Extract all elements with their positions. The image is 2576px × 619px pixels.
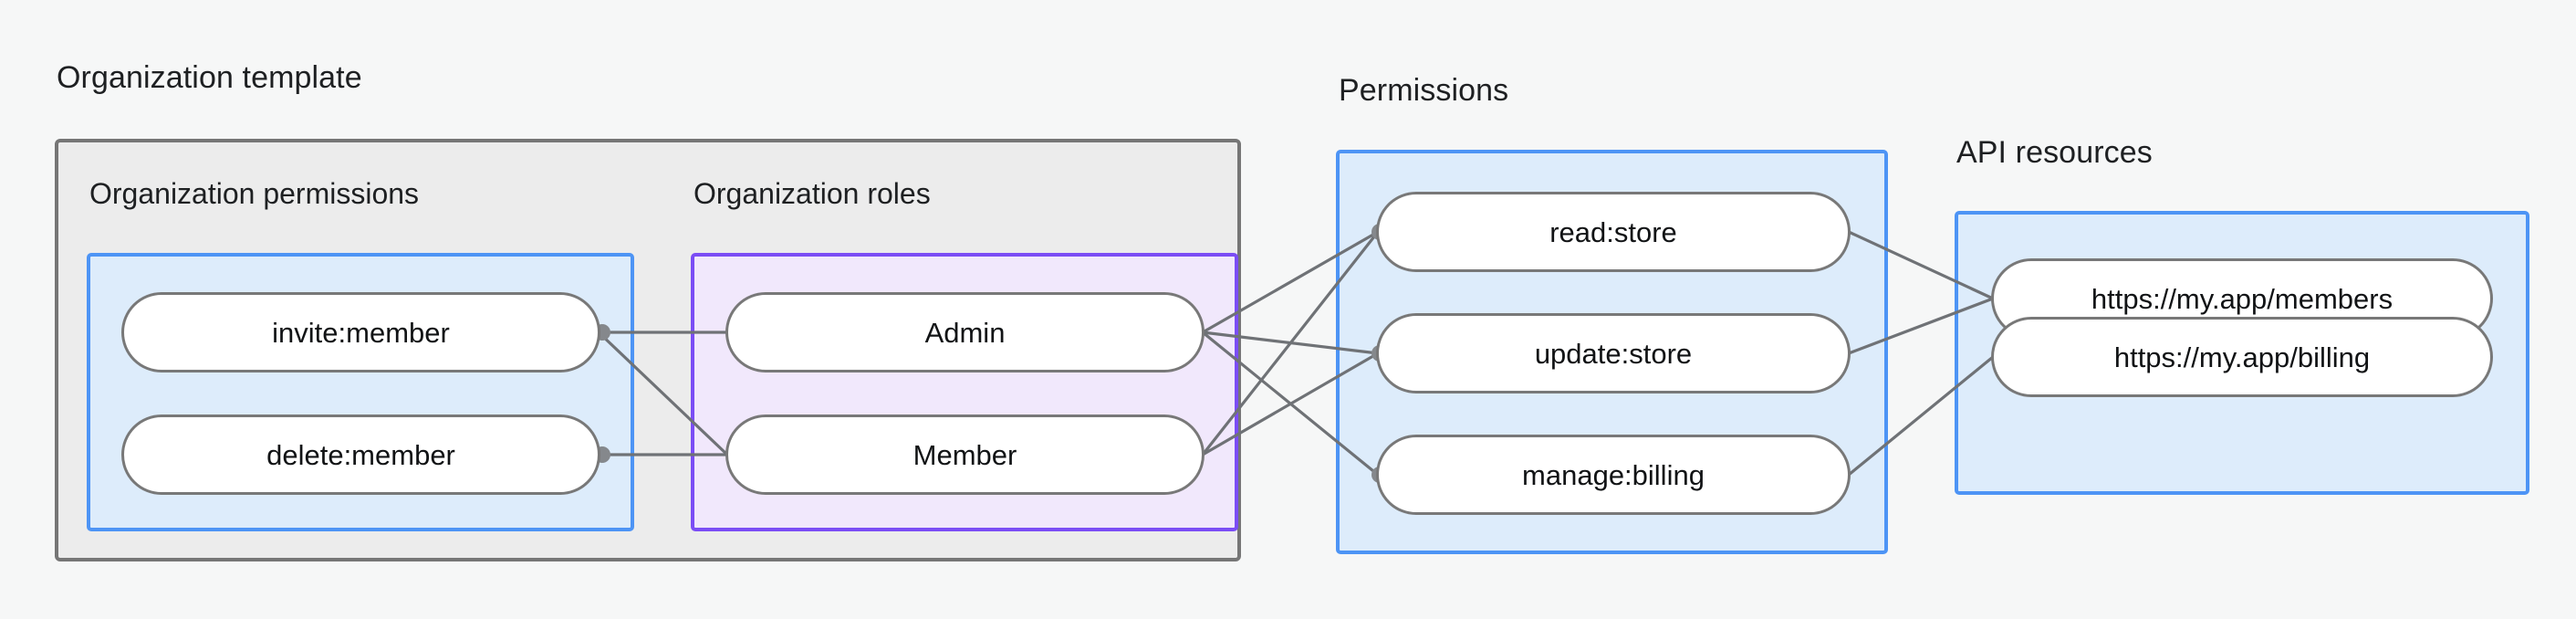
node-update-store[interactable]: update:store bbox=[1376, 313, 1851, 393]
node-label: Admin bbox=[924, 316, 1006, 349]
node-label: https://my.app/members bbox=[2091, 282, 2393, 315]
node-label: delete:member bbox=[266, 438, 455, 471]
caption-api-resources: API resources bbox=[1956, 135, 2153, 170]
node-role-member[interactable]: Member bbox=[725, 414, 1205, 495]
node-label: Member bbox=[913, 438, 1017, 471]
node-label: read:store bbox=[1549, 215, 1677, 248]
node-label: https://my.app/billing bbox=[2113, 341, 2371, 373]
node-invite-member[interactable]: invite:member bbox=[121, 292, 600, 372]
node-read-store[interactable]: read:store bbox=[1376, 192, 1851, 272]
node-role-admin[interactable]: Admin bbox=[725, 292, 1205, 372]
caption-permissions: Permissions bbox=[1339, 73, 1509, 108]
node-manage-billing[interactable]: manage:billing bbox=[1376, 435, 1851, 515]
node-label: update:store bbox=[1534, 337, 1693, 370]
subcaption-organization-roles: Organization roles bbox=[694, 177, 931, 210]
node-delete-member[interactable]: delete:member bbox=[121, 414, 600, 495]
subcaption-organization-permissions: Organization permissions bbox=[89, 177, 420, 210]
caption-organization-template: Organization template bbox=[57, 60, 362, 95]
node-label: manage:billing bbox=[1522, 458, 1705, 491]
node-label: invite:member bbox=[272, 316, 450, 349]
node-res-billing[interactable]: https://my.app/billing bbox=[1991, 317, 2493, 397]
